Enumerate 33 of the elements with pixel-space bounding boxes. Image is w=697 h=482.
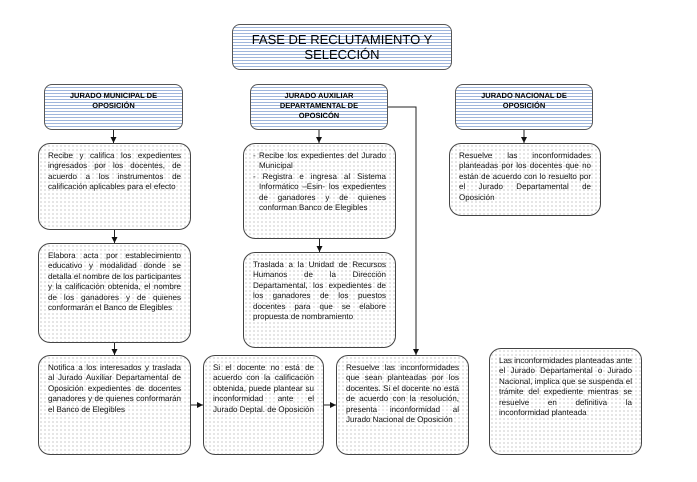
- process-box: [449, 143, 601, 216]
- title-box: [232, 24, 452, 70]
- process-box: [489, 348, 642, 455]
- process-box: [243, 143, 396, 239]
- arrow: [388, 106, 419, 356]
- arrow: [324, 402, 336, 408]
- process-box: [38, 355, 191, 455]
- header-box: [455, 84, 593, 130]
- box-text: Resuelve las inconformidades que sean planteadas por los docentes. Si el docente no está de acuerdo con la resolución, presenta inconformidad al Jurado Nacional de Oposición: [346, 363, 459, 426]
- arrow: [190, 402, 204, 408]
- box-text: Traslada a la Unidad de Recursos Humanos de la Dirección Departamental, los expedientes de los ganadores de los puestos docentes para que se elabore propuesta de nombramiento: [253, 260, 386, 322]
- box-text: - Registra e ingresa al Sistema Informático –Esin- los expedientes de ganadores y de quienes conforman Banco de Elegibles: [253, 172, 386, 214]
- heading-text: FASE DE RECLUTAMIENTO Y SELECCIÓN: [250, 32, 434, 62]
- process-box: [38, 143, 191, 230]
- process-box: [203, 355, 324, 455]
- arrow: [316, 130, 322, 144]
- arrow: [112, 230, 118, 244]
- box-text: Recibe y califica los expedientes ingresados por los docentes, de acuerdo a los instrumentos de calificación aplicables para el efecto: [48, 151, 181, 193]
- arrow: [316, 238, 322, 252]
- arrow: [112, 342, 118, 356]
- arrow: [521, 130, 527, 144]
- box-text: Elabora acta por establecimiento educativo y modalidad donde se detalla el nombre de los participantes y la calificación obtenida, el nombre de los ganadores y de quienes conformarán el Banco de Elegibles: [48, 251, 181, 314]
- box-text: Las inconformidades planteadas ante el Jurado Departamental o Jurado Nacional, implica que se suspenda el trámite del expediente mientras se resuelve en definitiva la inconformidad planteada: [499, 356, 632, 418]
- process-box: [243, 252, 396, 348]
- box-text: - Recibe los expedientes del Jurado Municipal: [253, 151, 386, 172]
- box-text: Resuelve las inconformidades planteadas por los docentes que no están de acuerdo con lo resuelto por el Jurado Departamental de Oposición: [459, 151, 591, 204]
- header-box: [250, 84, 388, 130]
- box-text: Notifica a los interesados y traslada al Jurado Auxiliar Departamental de Oposición expedientes de docentes ganadores y de quienes conformarán el Banco de Elegibles: [48, 363, 181, 416]
- process-box: [38, 243, 191, 343]
- arrow: [110, 130, 116, 144]
- box-text: Si el docente no está de acuerdo con la calificación obtenida, puede plantear su inconformidad ante el Jurado Deptal. de Oposición: [213, 363, 314, 416]
- process-box: [336, 355, 469, 455]
- header-box: [44, 84, 183, 130]
